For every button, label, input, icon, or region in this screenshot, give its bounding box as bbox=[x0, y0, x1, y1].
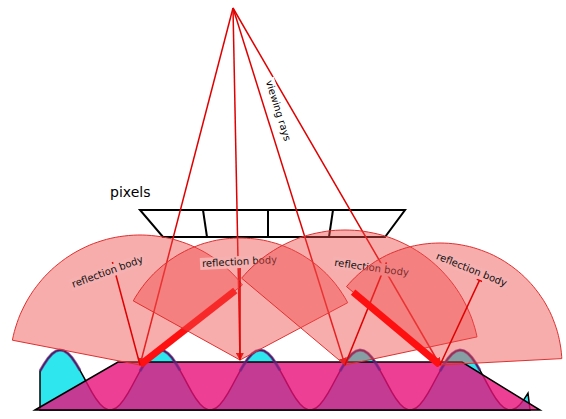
normal-arrow bbox=[112, 262, 140, 365]
pixel-plane bbox=[35, 362, 540, 410]
pixels-label: pixels bbox=[108, 184, 152, 200]
fan-outline bbox=[347, 243, 562, 365]
reflected-ray bbox=[353, 292, 440, 365]
normal-arrow bbox=[239, 260, 241, 360]
normal-arrow bbox=[440, 274, 482, 365]
reflection-body: reflection body bbox=[344, 241, 564, 367]
